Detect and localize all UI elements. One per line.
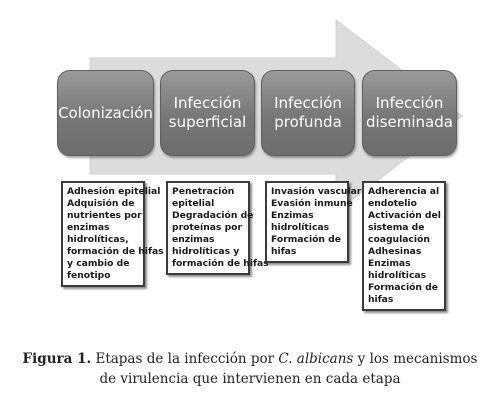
caption-text-after: y los mecanismos <box>353 351 478 367</box>
description-line: formación de hifas <box>67 246 164 257</box>
description-box-infeccion-diseminada: Adherencia al endotelio Activación del s… <box>362 181 446 311</box>
caption-line-1: Figura 1. Etapas de la infección por C. … <box>0 349 500 369</box>
description-line: Adhesinas <box>368 246 422 257</box>
description-line: hifas <box>368 294 394 305</box>
description-line: endotelio <box>368 198 417 209</box>
description-box-colonizacion: Adhesión epitelial Adquisión de nutrient… <box>61 181 164 287</box>
description-line: hidrolíticas y <box>172 246 240 257</box>
description-line: sistema de <box>368 222 425 233</box>
description-line: Formación de <box>368 282 438 293</box>
description-line: y cambio de <box>67 258 130 269</box>
figure-label: Figura 1. <box>22 351 92 367</box>
description-box-infeccion-superficial: Penetración epitelial Degradación de pro… <box>166 181 269 275</box>
description-line: enzimas <box>172 234 215 245</box>
description-line: Adherencia al <box>368 186 440 197</box>
description-line: coagulación <box>368 234 430 245</box>
description-line: Formación de <box>271 234 341 245</box>
description-line: Enzimas <box>271 210 314 221</box>
description-line: Adhesión epitelial <box>67 186 161 197</box>
description-line: proteínas por <box>172 222 243 233</box>
stage-infeccion-superficial: Infección superficial <box>160 70 255 156</box>
figure-caption: Figura 1. Etapas de la infección por C. … <box>0 349 500 389</box>
description-line: Invasión vascular <box>271 186 362 197</box>
description-line: Enzimas <box>368 258 411 269</box>
description-line: formación de hifas <box>172 258 269 269</box>
stage-label-infeccion-superficial: Infección superficial <box>168 94 247 131</box>
caption-text-before: Etapas de la infección por <box>91 351 279 367</box>
stage-infeccion-profunda: Infección profunda <box>261 70 355 156</box>
description-line: Degradación de <box>172 210 254 221</box>
description-line: epitelial <box>172 198 215 209</box>
caption-line-2: de virulencia que intervienen en cada et… <box>99 371 401 387</box>
description-line: fenotipo <box>67 270 111 281</box>
description-line: Evasión inmune <box>271 198 353 209</box>
description-line: Penetración <box>172 186 235 197</box>
stage-label-colonizacion: Colonización <box>58 103 153 122</box>
stage-label-infeccion-diseminada: Infección diseminada <box>366 94 453 131</box>
description-line: Activación del <box>368 210 441 221</box>
species-name: C. albicans <box>278 351 354 367</box>
description-line: enzimas <box>67 222 110 233</box>
description-box-infeccion-profunda: Invasión vascular Evasión inmune Enzimas… <box>265 181 362 263</box>
description-line: hidrolíticas <box>368 270 427 281</box>
stage-colonizacion: Colonización <box>57 70 154 156</box>
stage-label-infeccion-profunda: Infección profunda <box>274 94 342 131</box>
stage-infeccion-diseminada: Infección diseminada <box>362 70 457 156</box>
description-line: Adquisión de <box>67 198 135 209</box>
description-line: nutrientes por <box>67 210 142 221</box>
description-line: hidrolíticas, <box>67 234 129 245</box>
description-line: hifas <box>271 246 297 257</box>
description-line: hidrolíticas <box>271 222 330 233</box>
